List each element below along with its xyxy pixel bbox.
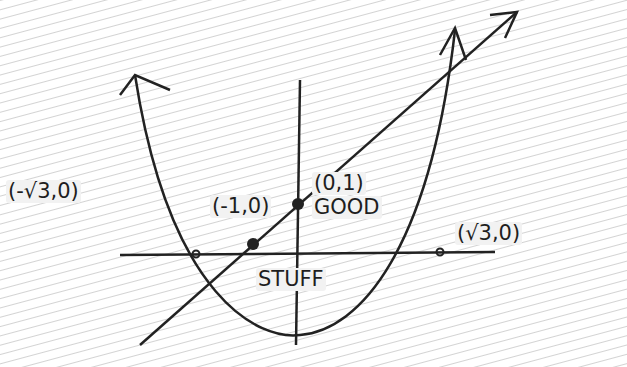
point-label: (-√3,0) <box>6 180 81 203</box>
region-label: GOOD <box>312 196 382 219</box>
arrowhead <box>120 75 170 95</box>
point <box>292 198 304 210</box>
point-label: (-1,0) <box>210 195 271 218</box>
point <box>247 238 259 250</box>
straight-line <box>140 12 517 345</box>
point <box>437 249 444 256</box>
arrowhead <box>440 28 466 60</box>
parabola <box>135 30 455 335</box>
point-label: (√3,0) <box>455 222 522 245</box>
arrowhead <box>490 12 517 38</box>
point <box>193 251 200 258</box>
y-axis <box>296 80 300 345</box>
region-label: STUFF <box>256 268 326 291</box>
point-label: (0,1) <box>312 172 366 195</box>
